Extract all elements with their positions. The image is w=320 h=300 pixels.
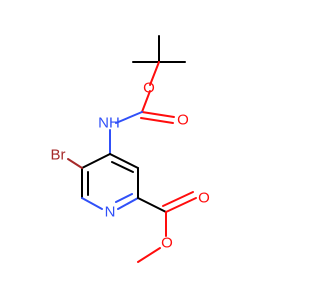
bond-c4-c5 — [81, 153, 111, 169]
bond-c2-ester-c — [137, 197, 167, 213]
bond-ester-co-2 — [162, 191, 194, 207]
bond-c4-c3 — [109, 153, 139, 169]
bond-c6-n — [81, 197, 103, 210]
bond-carbamate-co-2 — [140, 117, 174, 124]
bond-n-c2-inner — [115, 193, 133, 203]
atom-label-o-ester-carbonyl: O — [198, 190, 210, 207]
molecule-structure: O O NH Br N O O — [51, 35, 210, 263]
bond-ester-co-1 — [165, 197, 197, 213]
atom-label-br: Br — [51, 147, 66, 164]
bond-carbamate-co-1 — [141, 111, 175, 118]
atom-label-o-ester-ether: O — [161, 235, 173, 252]
atom-label-nh: NH — [98, 115, 120, 132]
atom-label-o-boc-ether: O — [143, 80, 155, 97]
atom-label-o-boc-carbonyl: O — [177, 112, 189, 129]
bond-c5-br — [67, 158, 83, 169]
bond-c4-c3-inner — [111, 161, 134, 173]
atom-label-n-ring: N — [105, 204, 116, 221]
bond-tbu-o — [149, 61, 160, 86]
bond-n-c2 — [117, 197, 139, 210]
bond-carbamate-nh — [115, 111, 143, 124]
bond-o-methyl — [137, 247, 161, 263]
bond-o-carbamate-c — [141, 90, 151, 113]
